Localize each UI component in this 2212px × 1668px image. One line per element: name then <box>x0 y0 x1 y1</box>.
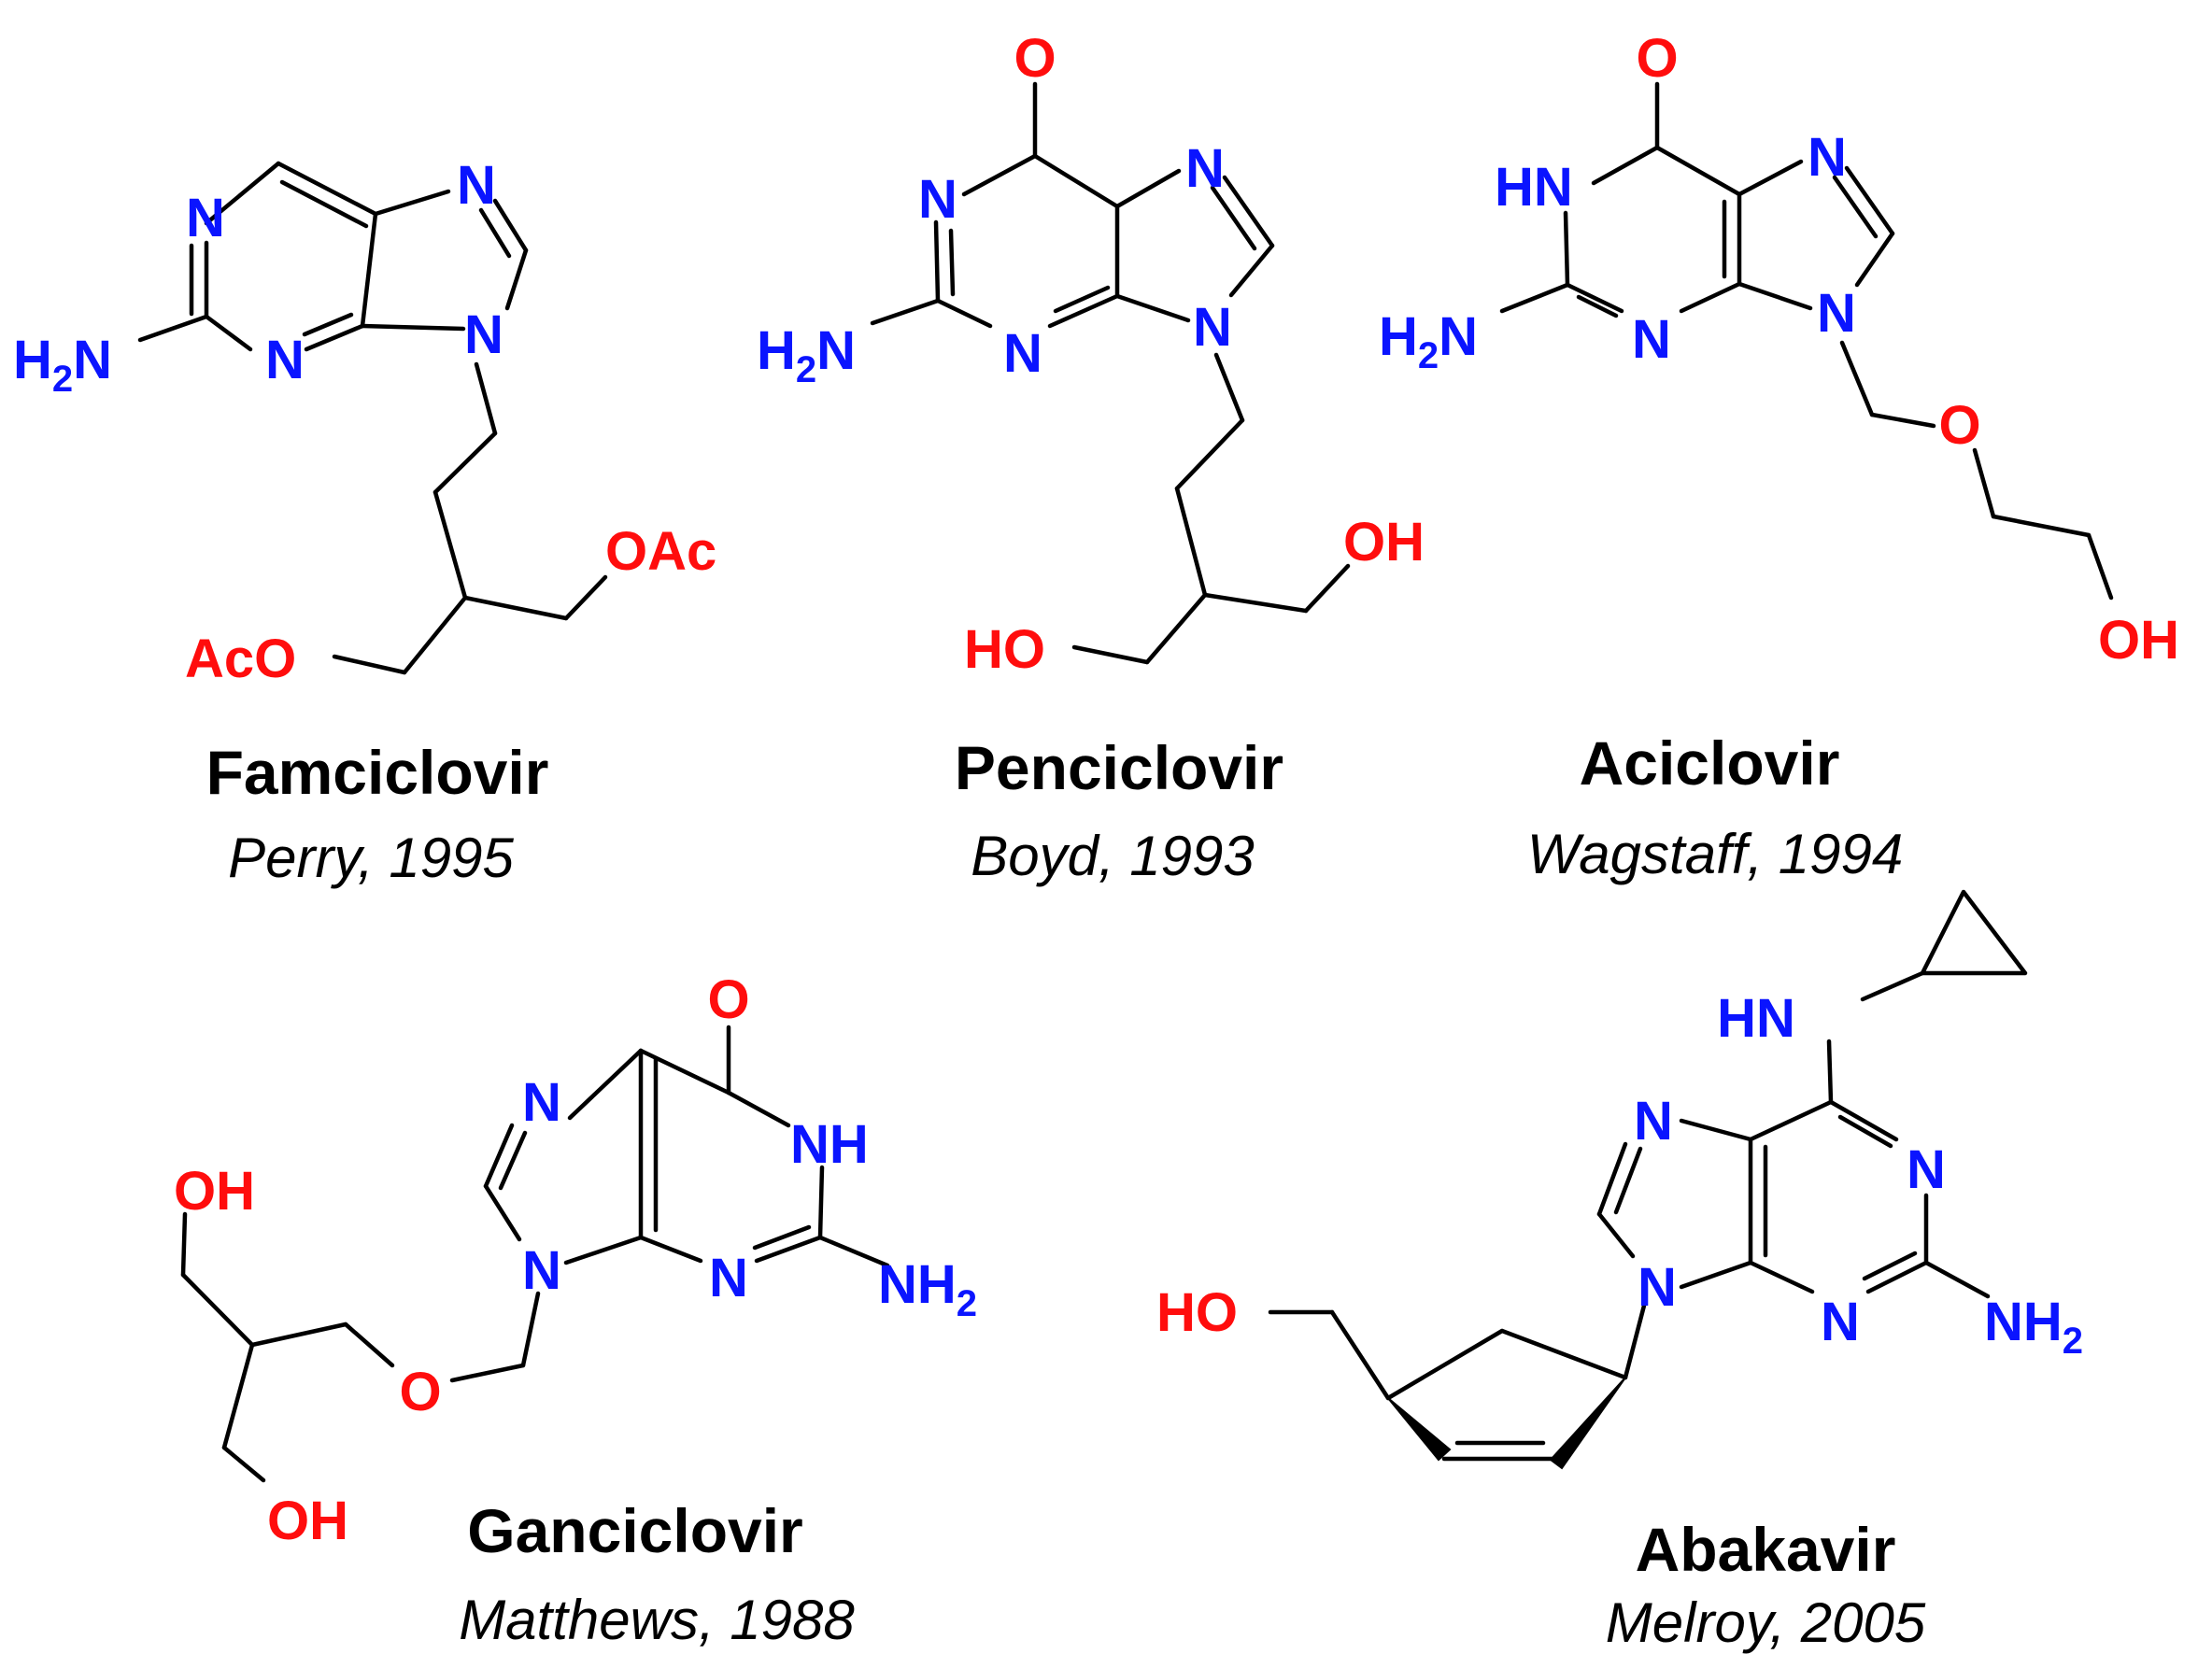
ganciclovir-n9: N <box>522 1240 561 1301</box>
abakavir-n9: N <box>1638 1257 1677 1318</box>
penciclovir-citation: Boyd, 1993 <box>971 825 1255 887</box>
ganciclovir-ether-o: O <box>399 1362 441 1422</box>
aciclovir-n3: N <box>1632 309 1671 370</box>
ganciclovir-nh: NH <box>790 1114 869 1175</box>
aciclovir-n9: N <box>1817 283 1856 344</box>
famciclovir-citation: Perry, 1995 <box>228 827 514 889</box>
ganciclovir-citation: Matthews, 1988 <box>459 1589 855 1651</box>
famciclovir-n1: N <box>186 188 225 248</box>
ganciclovir-structure: O NH N N N NH2 O OH OH Ganciclovir Matth… <box>174 969 977 1651</box>
famciclovir-structure: N N N N H2N OAc AcO Famciclovir Perry, 1… <box>13 155 716 889</box>
penciclovir-n9: N <box>1193 297 1232 358</box>
abakavir-hn: HN <box>1717 988 1795 1049</box>
abakavir-n7: N <box>1634 1091 1673 1152</box>
abakavir-nh2: NH2 <box>1984 1292 2083 1362</box>
penciclovir-n7: N <box>1185 138 1225 199</box>
aciclovir-o: O <box>1636 28 1678 89</box>
aciclovir-nh2: H2N <box>1379 306 1478 376</box>
abakavir-n3: N <box>1821 1292 1860 1352</box>
famciclovir-n7: N <box>457 155 496 216</box>
abakavir-name: Abakavir <box>1636 1515 1896 1584</box>
ganciclovir-n7: N <box>522 1072 561 1133</box>
aciclovir-name: Aciclovir <box>1580 728 1840 798</box>
famciclovir-aco: AcO <box>185 629 296 689</box>
penciclovir-structure: O N N N N H2N OH HO Penciclovir Boyd, 19… <box>757 28 1425 887</box>
penciclovir-n3: N <box>1003 323 1042 384</box>
abakavir-ho: HO <box>1156 1282 1238 1343</box>
famciclovir-nh2: H2N <box>13 330 112 400</box>
ganciclovir-name: Ganciclovir <box>467 1496 803 1565</box>
ganciclovir-oh-top: OH <box>174 1161 255 1222</box>
ganciclovir-oh-bottom: OH <box>267 1491 348 1551</box>
aciclovir-structure: O HN N N N H2N O OH Aciclovir Wagstaff, … <box>1379 28 2179 885</box>
penciclovir-n1: N <box>918 169 957 230</box>
aciclovir-n7: N <box>1808 127 1847 188</box>
famciclovir-n9: N <box>464 304 503 365</box>
abakavir-citation: Melroy, 2005 <box>1606 1591 1926 1654</box>
aciclovir-oh: OH <box>2098 610 2179 671</box>
penciclovir-oh: OH <box>1343 512 1425 572</box>
penciclovir-o: O <box>1014 28 1056 89</box>
penciclovir-ho: HO <box>964 619 1045 680</box>
aciclovir-hn: HN <box>1495 157 1573 218</box>
abakavir-n1: N <box>1907 1139 1946 1200</box>
ganciclovir-o: O <box>707 969 749 1030</box>
penciclovir-name: Penciclovir <box>955 733 1283 802</box>
famciclovir-name: Famciclovir <box>206 738 549 807</box>
aciclovir-ether-o: O <box>1938 395 1980 456</box>
aciclovir-citation: Wagstaff, 1994 <box>1527 823 1903 885</box>
famciclovir-oac: OAc <box>605 521 716 582</box>
ganciclovir-nh2: NH2 <box>878 1254 977 1324</box>
abakavir-structure: HN N N N N NH2 HO Abakavir Melroy, 2005 <box>1156 889 2083 1654</box>
ganciclovir-n3: N <box>709 1248 748 1308</box>
famciclovir-n3: N <box>265 330 305 390</box>
penciclovir-nh2: H2N <box>757 320 856 390</box>
